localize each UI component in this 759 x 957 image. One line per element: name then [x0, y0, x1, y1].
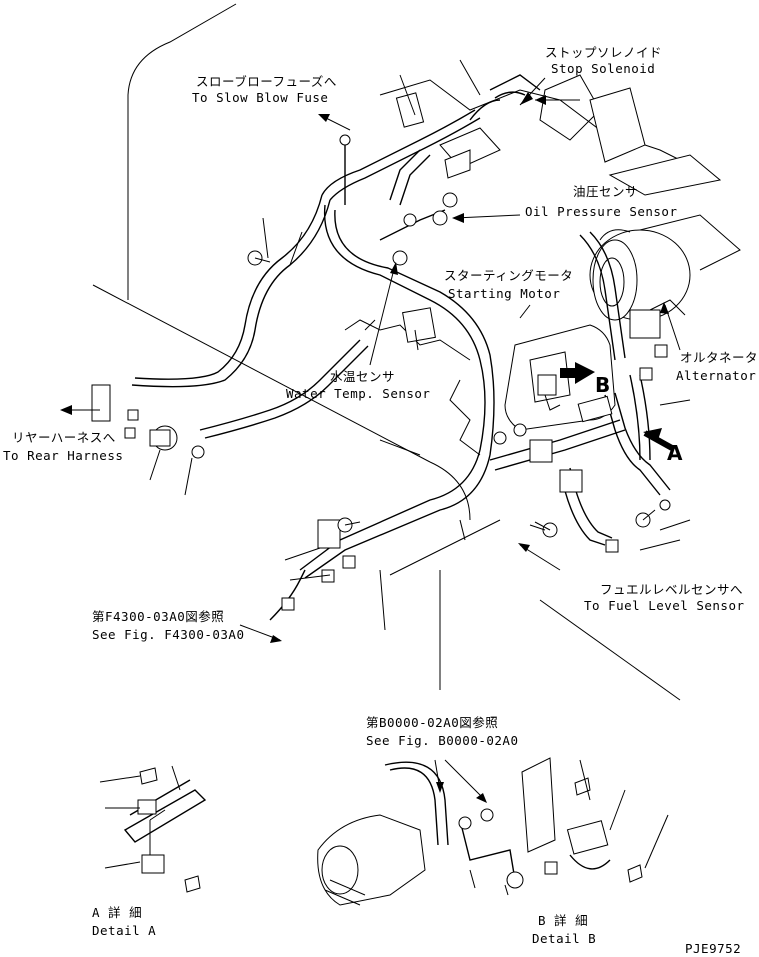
leader-lines: [149, 59, 691, 631]
harness-clamps: [91, 92, 671, 611]
svg-text:Alternator: Alternator: [676, 368, 756, 383]
label-alternator: オルタネータ Alternator: [676, 350, 758, 383]
label-detail-a: A 詳 細 Detail A: [92, 905, 156, 938]
label-slow-blow-fuse: スローブローフューズへ To Slow Blow Fuse: [192, 74, 337, 105]
main-harness: [131, 109, 671, 621]
svg-text:Stop Solenoid: Stop Solenoid: [551, 61, 655, 76]
svg-text:Oil Pressure Sensor: Oil Pressure Sensor: [525, 204, 678, 219]
label-fuel-level-sensor: フュエルレベルセンサへ To Fuel Level Sensor: [584, 582, 745, 613]
label-ref-f4300: 第F4300-03A0図参照 See Fig. F4300-03A0: [92, 609, 245, 642]
label-stop-solenoid: ストップソレノイド Stop Solenoid: [545, 45, 662, 76]
callout-a-letter: A: [667, 441, 683, 465]
svg-text:To Rear Harness: To Rear Harness: [3, 448, 123, 463]
svg-text:To Slow Blow Fuse: To Slow Blow Fuse: [192, 90, 328, 105]
svg-text:To Fuel Level Sensor: To Fuel Level Sensor: [584, 598, 745, 613]
svg-text:A 詳 細: A 詳 細: [92, 905, 142, 920]
label-ref-b0000: 第B0000-02A0図参照 See Fig. B0000-02A0: [366, 715, 519, 748]
svg-text:オルタネータ: オルタネータ: [680, 350, 758, 365]
svg-text:フュエルレベルセンサへ: フュエルレベルセンサへ: [600, 582, 743, 597]
pointer-arrows: [60, 77, 681, 803]
svg-text:B 詳 細: B 詳 細: [538, 913, 588, 928]
alternator-body: [589, 229, 691, 339]
svg-text:スローブローフューズへ: スローブローフューズへ: [196, 74, 337, 89]
label-rear-harness: リヤーハーネスへ To Rear Harness: [3, 430, 123, 463]
svg-text:Detail A: Detail A: [92, 923, 156, 938]
label-water-temp-sensor: 水温センサ Water Temp. Sensor: [286, 369, 430, 401]
detail-a-drawing: [99, 765, 207, 893]
callout-arrows: [560, 362, 674, 451]
svg-text:ストップソレノイド: ストップソレノイド: [545, 45, 662, 60]
stop-solenoid-body: [439, 74, 541, 179]
svg-text:水温センサ: 水温センサ: [330, 369, 395, 384]
label-starting-motor: スターティングモータ Starting Motor: [444, 268, 573, 301]
svg-text:Water Temp. Sensor: Water Temp. Sensor: [286, 386, 430, 401]
drawing-code: PJE9752: [685, 941, 741, 956]
svg-text:リヤーハーネスへ: リヤーハーネスへ: [12, 430, 116, 445]
label-oil-pressure-sensor: 油圧センサ Oil Pressure Sensor: [525, 184, 678, 219]
svg-text:第B0000-02A0図参照: 第B0000-02A0図参照: [366, 715, 498, 730]
svg-text:第F4300-03A0図参照: 第F4300-03A0図参照: [92, 609, 224, 624]
callout-b-letter: B: [595, 373, 610, 397]
svg-text:See Fig. B0000-02A0: See Fig. B0000-02A0: [366, 733, 519, 748]
label-detail-b: B 詳 細 Detail B: [532, 913, 596, 946]
detail-b-drawing: [317, 757, 669, 906]
svg-text:Detail B: Detail B: [532, 931, 596, 946]
svg-text:Starting Motor: Starting Motor: [448, 286, 560, 301]
svg-text:See Fig. F4300-03A0: See Fig. F4300-03A0: [92, 627, 245, 642]
svg-text:油圧センサ: 油圧センサ: [573, 184, 638, 199]
svg-text:スターティングモータ: スターティングモータ: [444, 268, 573, 283]
engine-outline: [344, 74, 741, 701]
